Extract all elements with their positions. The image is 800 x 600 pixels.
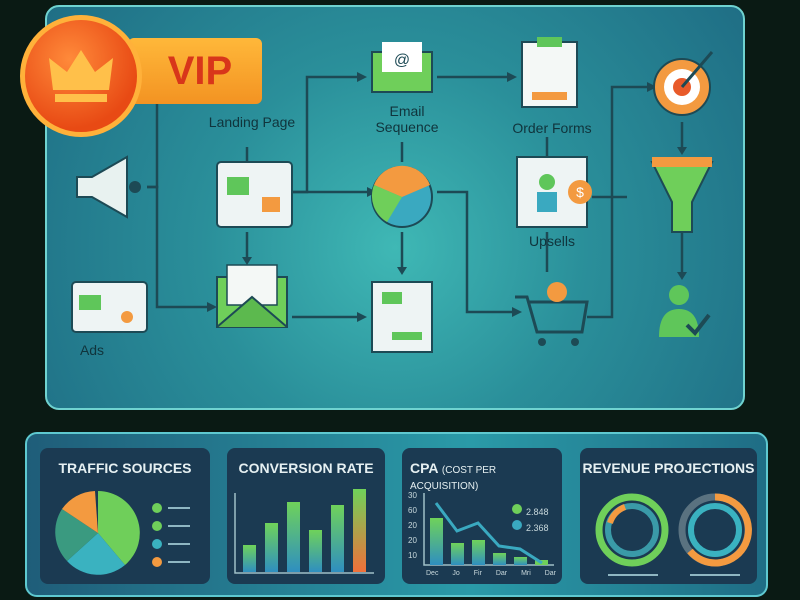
upsell-person-icon: $	[516, 156, 592, 228]
card-title: REVENUE PROJECTIONS	[582, 460, 755, 476]
bar	[265, 523, 278, 572]
x-tick: Fir	[473, 570, 482, 577]
bar	[243, 545, 256, 572]
clipboard-icon	[521, 37, 578, 108]
revenue-projections-card: REVENUE PROJECTIONS	[580, 448, 757, 584]
crown-icon	[49, 50, 113, 102]
card-title: CONVERSION RATE	[238, 460, 374, 476]
document-icon	[371, 281, 433, 353]
svg-text:@: @	[394, 52, 410, 69]
vip-badge-label: VIP	[128, 38, 262, 104]
card-title: TRAFFIC SOURCES	[58, 460, 192, 476]
cpa-subtitle: (COST PER ACQUISITION)	[410, 465, 497, 492]
pie-slice	[98, 491, 140, 565]
donut-chart-2	[678, 493, 752, 567]
y-tick: 60	[408, 506, 417, 515]
vip-crown-badge	[20, 15, 142, 137]
node-label-order-forms: Order Forms	[512, 120, 592, 136]
user-check-icon	[659, 285, 711, 337]
shopping-cart-icon	[515, 282, 589, 346]
email-icon: @	[371, 42, 433, 93]
y-tick: 20	[408, 536, 417, 545]
y-tick: 20	[408, 521, 417, 530]
donut-chart-1	[595, 493, 669, 567]
x-tick: Dec	[426, 570, 439, 577]
legend-value: 2.368	[526, 523, 549, 533]
bar	[472, 540, 485, 565]
traffic-pie-chart	[55, 491, 190, 575]
revenue-donut-charts	[595, 493, 752, 576]
pie-slice	[62, 491, 98, 533]
target-icon	[653, 51, 714, 116]
flow-arrows: @ $	[71, 37, 714, 353]
node-label-email-sequence: Email Sequence	[375, 103, 439, 135]
svg-text:$: $	[576, 184, 584, 200]
conversion-bar-chart	[234, 489, 374, 574]
pie-slice	[55, 509, 98, 561]
bar	[309, 530, 322, 572]
bar	[451, 543, 464, 565]
cpa-card: CPA (COST PER ACQUISITION) 30 60 20 20 10 2.…	[402, 448, 562, 584]
bar	[353, 489, 366, 572]
legend	[152, 503, 190, 567]
trend-line	[434, 502, 543, 565]
bar	[287, 502, 300, 572]
cpa-chart	[423, 493, 554, 566]
pie-hub-icon	[371, 165, 433, 228]
x-tick: Mri	[521, 570, 531, 577]
ads-browser-icon	[71, 281, 148, 333]
funnel-diagram-panel: @ $ Landing Page Email Sequence Order Fo…	[45, 5, 745, 410]
bar	[514, 557, 527, 565]
x-tick: Dar	[495, 570, 508, 577]
node-label-ads: Ads	[79, 342, 105, 358]
cpa-title: CPA	[410, 460, 438, 476]
megaphone-icon	[76, 155, 141, 219]
x-tick: Dar	[544, 570, 556, 577]
bar	[430, 518, 443, 565]
funnel-icon	[650, 157, 714, 233]
bar	[493, 553, 506, 565]
bar	[331, 505, 344, 572]
pie-slice	[67, 533, 125, 575]
traffic-sources-card: TRAFFIC SOURCES	[40, 448, 210, 584]
node-label-landing-page: Landing Page	[208, 114, 296, 130]
envelope-icon	[216, 264, 288, 328]
y-tick: 30	[408, 491, 417, 500]
conversion-rate-card: CONVERSION RATE	[227, 448, 385, 584]
metrics-dashboard: TRAFFIC SOURCES CONVERSION RATE CPA (COS…	[25, 432, 768, 597]
y-tick: 10	[408, 551, 417, 560]
legend-value: 2.848	[526, 507, 549, 517]
x-tick: Jo	[452, 570, 460, 577]
node-label-upsells: Upsells	[529, 233, 575, 249]
